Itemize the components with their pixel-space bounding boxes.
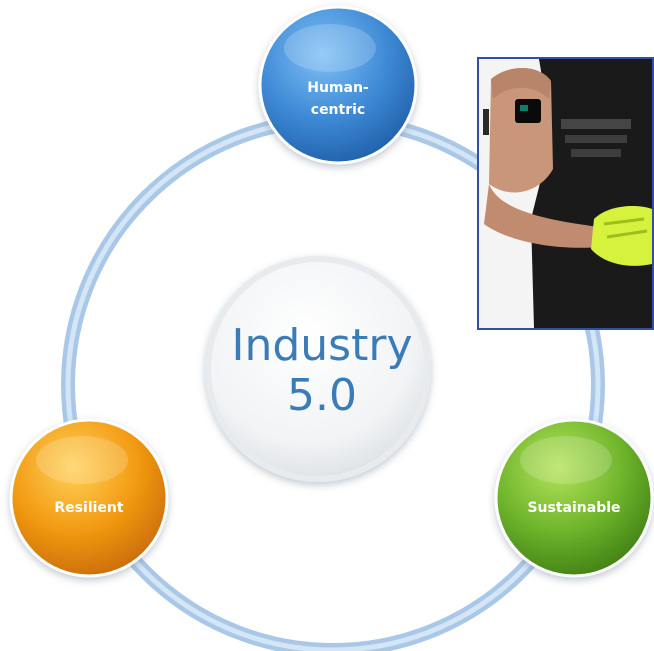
resilient-node: Resilient (9, 418, 169, 578)
human-centric-node: Human- centric (258, 5, 418, 165)
sustainable-node: Sustainable (494, 418, 654, 578)
human-centric-label-line2: centric (311, 102, 365, 118)
forearm-shape (484, 184, 601, 248)
resilient-label: Resilient (54, 500, 123, 516)
center-label-line2: 5.0 (287, 370, 357, 421)
center-label-line1: Industry (232, 320, 413, 371)
center-node: Industry 5.0 (205, 256, 431, 482)
shirt-print (561, 119, 631, 157)
sustainable-label: Sustainable (527, 500, 620, 516)
worker-with-wearable-sensor-photo (477, 57, 654, 330)
human-centric-label-line1: Human- (307, 80, 369, 96)
